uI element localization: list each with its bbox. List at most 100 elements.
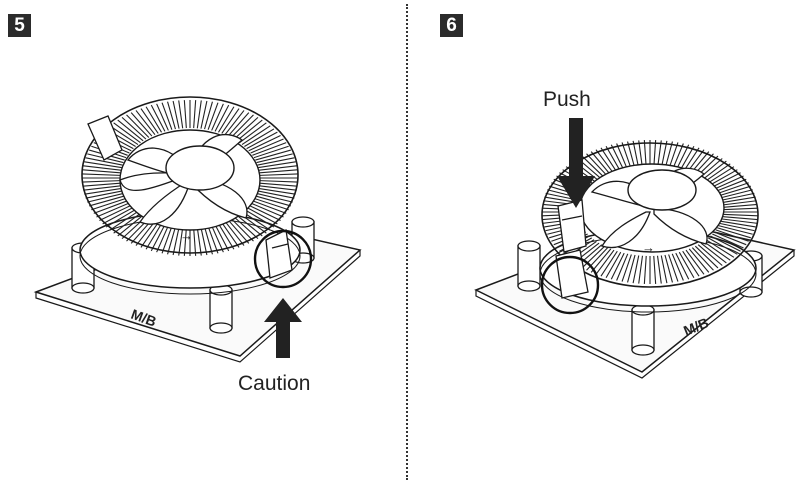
- heatsink-fin: [660, 255, 668, 284]
- fan-hub: [627, 169, 697, 211]
- heatsink-fin: [715, 182, 749, 195]
- heatsink-fin: [117, 119, 144, 142]
- heatsink-fin: [259, 169, 298, 174]
- heatsink-fin: [621, 142, 632, 170]
- heatsink-fin: [700, 242, 727, 264]
- heatsink-fin: [627, 141, 636, 170]
- heatsink-fin: [207, 102, 219, 130]
- heatsink-fin: [246, 131, 278, 150]
- heatsink-fin: [150, 104, 166, 132]
- heatsink-fin: [632, 140, 640, 169]
- heatsink-fin: [145, 106, 162, 133]
- heatsink-fin: [140, 108, 159, 134]
- step-5-illustration: → M/B: [33, 96, 362, 363]
- heatsink-fin: [224, 220, 245, 246]
- heatsink-fin: [224, 110, 245, 136]
- fan-hub: [165, 145, 235, 191]
- heatsink-fin: [719, 192, 755, 202]
- heatsink-fin: [705, 239, 735, 258]
- heatsink-fin: [616, 253, 629, 281]
- push-circle: [540, 255, 600, 315]
- heatsink-fin: [259, 165, 297, 171]
- heatsink-fin: [214, 104, 230, 132]
- heatsink-fin: [259, 185, 297, 191]
- heatsink-fin: [221, 222, 240, 248]
- heatsink-fin: [130, 112, 153, 137]
- heatsink-fin: [140, 222, 159, 248]
- heatsink-fin: [586, 153, 609, 177]
- heatsink-fin: [656, 255, 662, 284]
- heatsink-fin: [84, 187, 122, 195]
- heatsink-fin: [668, 254, 679, 282]
- heatsink-fin: [193, 227, 197, 256]
- heatsink-fin: [105, 208, 136, 228]
- heatsink-fin: [675, 252, 690, 280]
- heatsink-fin: [85, 157, 123, 166]
- heatsink-fin: [258, 161, 296, 169]
- heatsink-fin: [239, 122, 267, 144]
- heatsink-fin: [156, 225, 169, 253]
- heatsink-fin: [595, 149, 615, 175]
- heatsink-fin: [691, 247, 714, 271]
- heatsink-fin: [710, 235, 741, 252]
- heatsink-fin: [233, 216, 259, 240]
- heatsink-fin: [718, 225, 753, 235]
- step-5-badge: 5: [8, 14, 31, 37]
- heatsink-fin: [82, 173, 121, 176]
- heatsink-fin: [616, 143, 629, 171]
- heatsink-fin: [600, 250, 618, 277]
- heatsink-fin: [82, 169, 121, 174]
- heatsink-fin: [721, 203, 758, 208]
- heatsink-fin: [581, 155, 606, 179]
- heatsink-fin: [250, 138, 284, 154]
- step-6-panel: 6: [410, 0, 809, 483]
- heatsink-fin: [258, 187, 296, 195]
- heatsink-fin: [632, 255, 640, 284]
- heatsink-fin: [712, 175, 744, 191]
- heatsink-fin: [627, 254, 636, 283]
- push-label: Push: [543, 88, 591, 111]
- heatsink-fin: [109, 210, 139, 231]
- heatsink-fin: [721, 216, 758, 221]
- heatsink-fin: [248, 204, 281, 221]
- heatsink-fin: [715, 229, 749, 242]
- heatsink-fin: [643, 255, 647, 284]
- heatsink-fin: [248, 135, 281, 152]
- heatsink-fin: [643, 140, 647, 169]
- caution-circle: [253, 229, 313, 289]
- caution-label: Caution: [238, 372, 311, 395]
- heatsink-fin: [230, 114, 254, 138]
- heatsink-fin: [605, 145, 622, 173]
- heatsink-fin: [218, 106, 235, 133]
- heatsink-fin: [590, 151, 612, 176]
- heatsink-fin: [83, 185, 121, 191]
- heatsink-fin: [85, 190, 123, 199]
- caution-arrow: [264, 298, 302, 358]
- heatsink-fin: [256, 153, 293, 164]
- heatsink-fin: [259, 180, 298, 183]
- heatsink-fin: [638, 255, 644, 284]
- heatsink-fin: [685, 249, 705, 275]
- heatsink-fin: [211, 225, 224, 253]
- heatsink-fin: [99, 204, 132, 221]
- heatsink-fin: [145, 223, 162, 250]
- heatsink-fin: [244, 128, 275, 148]
- heatsink-fin: [720, 220, 756, 228]
- heatsink-fin: [82, 180, 121, 183]
- heatsink-fin: [590, 248, 612, 273]
- heatsink-fin: [253, 197, 289, 211]
- heatsink-fin: [610, 144, 625, 172]
- heatsink-fin: [600, 147, 618, 174]
- heatsink-fin: [694, 245, 719, 269]
- heatsink-fin: [259, 173, 298, 176]
- heatsink-fin: [721, 200, 757, 206]
- heatsink-fin: [713, 231, 747, 246]
- heatsink-fin: [196, 227, 202, 256]
- heatsink-fin: [653, 255, 657, 284]
- heatsink-fin: [721, 207, 758, 211]
- step-divider: [406, 4, 408, 480]
- heatsink-fin: [87, 192, 124, 203]
- heatsink-fin: [117, 214, 144, 237]
- heatsink-fin: [227, 112, 250, 137]
- heatsink-fin: [707, 169, 738, 187]
